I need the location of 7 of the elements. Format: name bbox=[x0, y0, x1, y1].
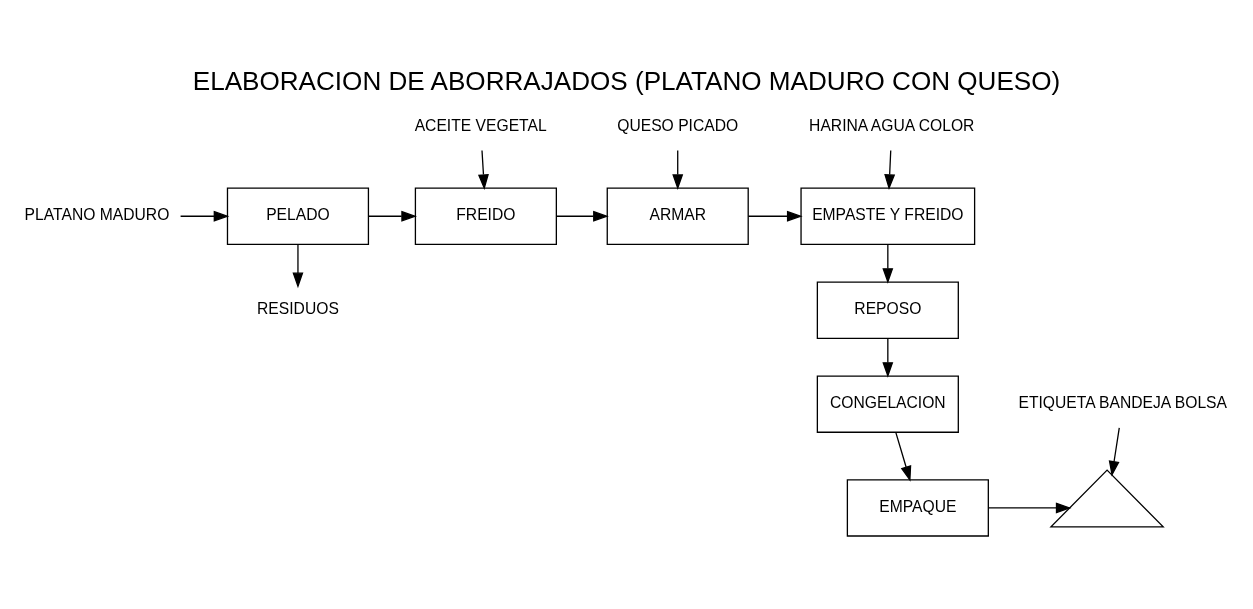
node-text: QUESO PICADO bbox=[617, 116, 739, 134]
node-text: PLATANO MADURO bbox=[24, 205, 170, 223]
diagram-title: ELABORACION DE ABORRAJADOS (PLATANO MADURO CON QUESO) bbox=[192, 65, 1061, 96]
node-text: ETIQUETA BANDEJA BOLSA bbox=[1018, 393, 1228, 411]
node-text: ACEITE VEGETAL bbox=[414, 116, 547, 134]
node-text: RESIDUOS bbox=[257, 299, 339, 317]
node-text: HARINA AGUA COLOR bbox=[809, 116, 975, 134]
